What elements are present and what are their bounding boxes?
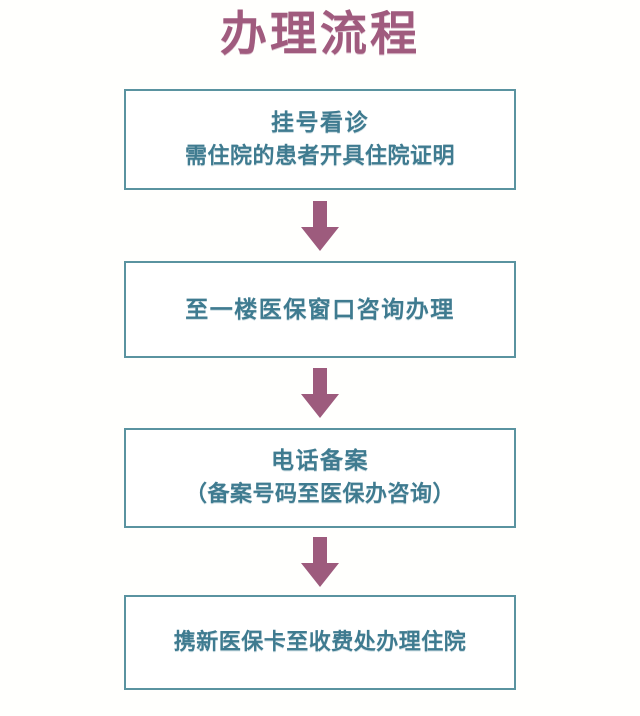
page-title: 办理流程 xyxy=(220,7,420,62)
flow-step-4: 携新医保卡至收费处办理住院 xyxy=(124,595,516,690)
flow-connector-1 xyxy=(124,190,516,261)
flow-step-2-line-1: 至一楼医保窗口咨询办理 xyxy=(185,296,455,323)
flow-step-3: 电话备案 （备案号码至医保办咨询） xyxy=(124,428,516,528)
flow-step-1-line-1: 挂号看诊 xyxy=(271,109,369,136)
flow-step-3-line-1: 电话备案 xyxy=(271,448,369,474)
flow-connector-3 xyxy=(124,528,516,595)
arrow-down-icon xyxy=(301,200,339,251)
flow-step-4-line-1: 携新医保卡至收费处办理住院 xyxy=(173,629,467,655)
flow-step-1-line-2: 需住院的患者开具住院证明 xyxy=(184,143,455,169)
flow-step-1: 挂号看诊 需住院的患者开具住院证明 xyxy=(124,89,516,190)
flow-step-3-line-2: （备案号码至医保办咨询） xyxy=(184,482,455,507)
arrow-down-icon xyxy=(301,536,339,587)
flow-stack: 挂号看诊 需住院的患者开具住院证明 至一楼医保窗口咨询办理 电话备案 （备案号码… xyxy=(124,89,516,690)
flow-step-2: 至一楼医保窗口咨询办理 xyxy=(124,261,516,358)
flow-connector-2 xyxy=(124,358,516,428)
arrow-down-icon xyxy=(301,368,339,418)
